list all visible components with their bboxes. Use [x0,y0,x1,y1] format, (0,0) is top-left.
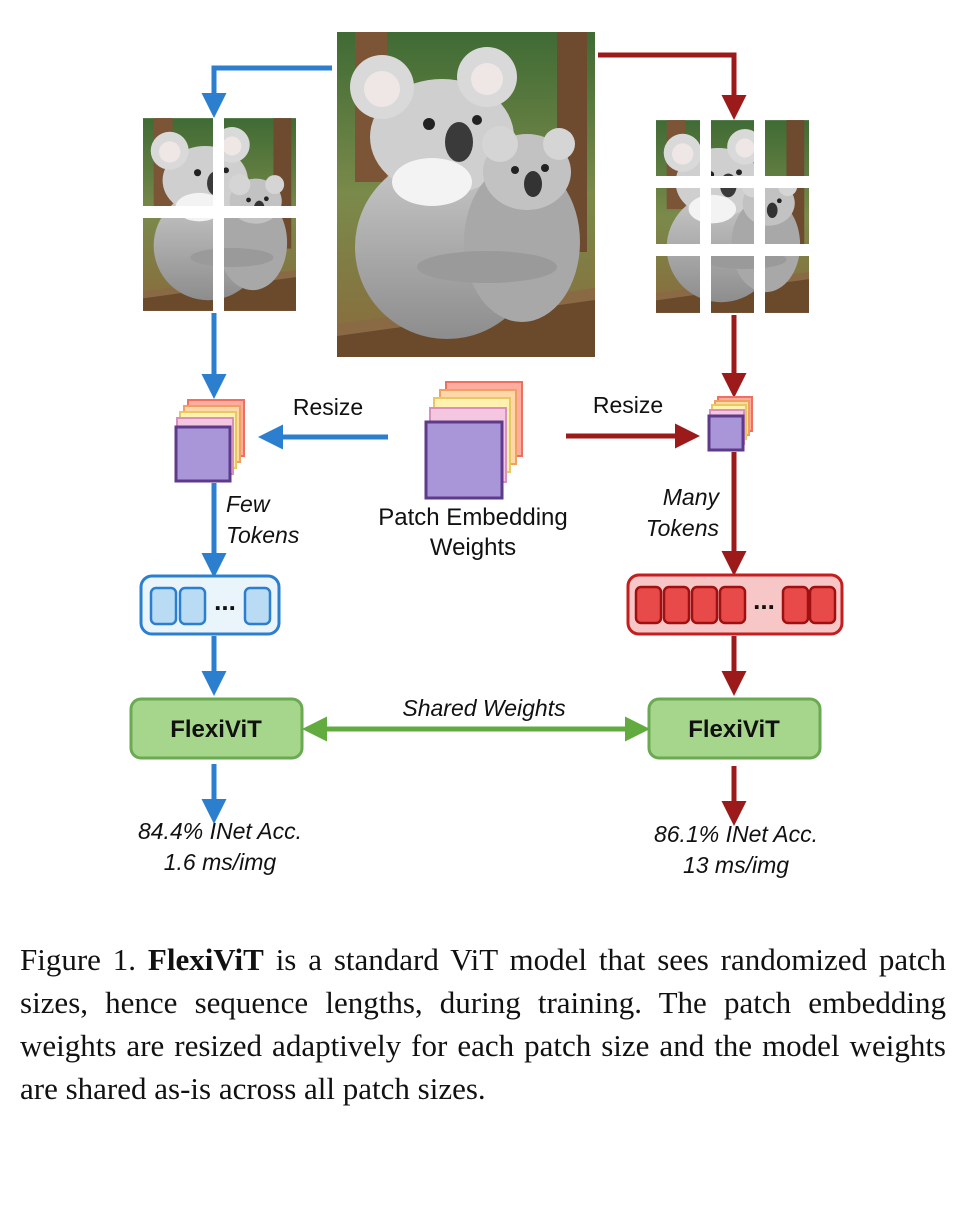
token-ellipsis-right: ... [753,585,775,615]
result-right-latency: 13 ms/img [683,852,789,878]
few-tokens-label-line1: Few [226,491,271,517]
few-tokens-label-line2: Tokens [226,522,300,548]
flexivit-right-label: FlexiViT [688,716,780,743]
result-right-accuracy: 86.1% INet Acc. [654,821,818,847]
resized-weights-large-patch [174,399,245,483]
left-pathway-arrows [201,65,388,824]
patch-embedding-label-line1: Patch Embedding [378,504,567,531]
caption-bold-model-name: FlexiViT [147,942,264,977]
caption-prefix: Figure 1. [20,942,148,977]
koala-photo [337,32,595,357]
many-tokens-label-line2: Tokens [646,515,720,541]
right-pathway-arrows [566,52,747,826]
shared-weights-label: Shared Weights [402,695,566,721]
token-ellipsis-left: ... [214,586,236,616]
resize-label-left: Resize [293,394,363,420]
caption-text: is a standard ViT model that sees random… [20,942,946,1106]
result-left-accuracy: 84.4% INet Acc. [138,818,302,844]
many-tokens-label-line1: Many [663,484,721,510]
patch-embedding-label-line2: Weights [430,534,516,561]
koala-2x2-patch-grid [143,118,296,311]
patch-embedding-weights-stack [424,381,523,500]
many-tokens-sequence [626,573,844,636]
resized-weights-small-patch [707,396,753,452]
flexivit-diagram: Resize Resize Patch Embedding Weights Fe… [129,32,844,878]
result-left-latency: 1.6 ms/img [164,849,277,875]
resize-label-right: Resize [593,392,663,418]
koala-3x3-patch-grid [656,120,809,313]
figure-caption: Figure 1. FlexiViT is a standard ViT mod… [20,938,946,1110]
flexivit-left-label: FlexiViT [170,716,262,743]
few-tokens-sequence [139,574,281,636]
